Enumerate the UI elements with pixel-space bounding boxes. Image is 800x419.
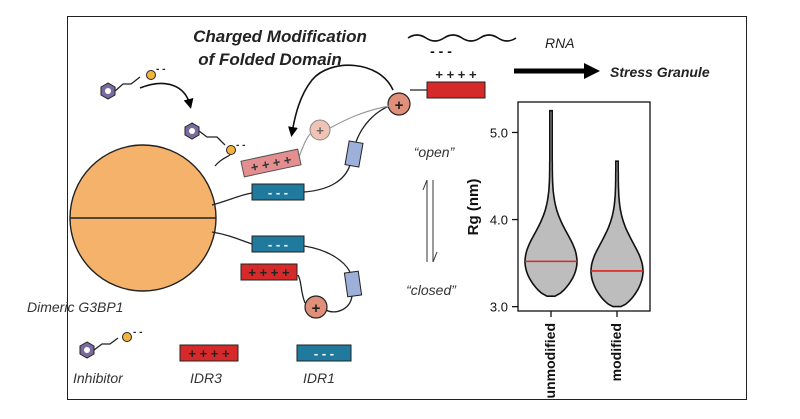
inhibitor-free: - -: [100, 64, 165, 100]
state-closed-label: “closed”: [406, 282, 457, 298]
linker-upper-2: [303, 164, 351, 193]
legend-idr1-block: [296, 344, 352, 362]
linker-lower-1: [211, 231, 253, 245]
charge-closed-plus: +: [312, 300, 321, 317]
title-line-1: Charged Modification: [193, 27, 367, 46]
violin-chart: Rg (nm) 3.0 4.0 5.0 unmodified modified: [465, 101, 651, 398]
linker-block-lower: [343, 270, 363, 298]
linker-lower-2: [303, 245, 351, 273]
charge-modification-plus: +: [395, 97, 404, 114]
linker-block-upper: [344, 140, 364, 168]
legend-inhibitor-label: Inhibitor: [73, 370, 124, 386]
rna-charges: - - -: [430, 43, 452, 59]
legend-idr1-charges: - - -: [314, 346, 334, 361]
idr3-block-faded: [240, 148, 302, 178]
violin-modified: [590, 160, 644, 308]
y-tick-label: 3.0: [490, 300, 508, 315]
y-tick-label: 5.0: [490, 125, 508, 140]
charge-modification-circle: [387, 92, 411, 116]
idr3-block-open: [426, 81, 486, 99]
x-tick-label-modified: modified: [608, 323, 624, 381]
idr1-upper-charges: - - -: [268, 185, 288, 200]
legend-idr3-block: [179, 344, 239, 362]
protein-label: Dimeric G3BP1: [27, 299, 123, 315]
equilibrium-arrows: [422, 179, 438, 263]
linker-upper-1: [211, 192, 253, 206]
idr3-block-closed: [240, 263, 298, 281]
inhibitor-free-charge: - -: [156, 64, 165, 75]
state-open-label: “open”: [414, 144, 456, 160]
legend-idr1-label: IDR1: [303, 370, 335, 386]
chart-y-axis-label: Rg (nm): [465, 179, 482, 236]
title-line-2: of Folded Domain: [198, 50, 342, 69]
chart-marks: 3.0 4.0 5.0 unmodified modified: [490, 109, 644, 398]
legend-idr3-charges: + + + +: [188, 346, 230, 361]
legend-inhibitor-icon: - -: [79, 327, 142, 359]
inhibitor-binding-arrow: [139, 82, 194, 109]
legend-idr3-label: IDR3: [190, 370, 222, 386]
modification-arrow: [288, 64, 394, 137]
linker-faded-2: [329, 105, 390, 129]
inhibitor-bound-charge: - -: [236, 140, 245, 151]
linker-upper-3: [355, 105, 390, 143]
charge-faded-plus: +: [316, 123, 324, 138]
linker-lower-3: [325, 295, 353, 313]
inhibitor-bound: - -: [184, 122, 245, 167]
charge-circle-faded: [309, 119, 331, 141]
x-tick-label-unmodified: unmodified: [542, 323, 558, 398]
idr3-open-charges: + + + +: [435, 67, 477, 82]
stress-granule-arrow-head: [584, 63, 600, 79]
legend-inhibitor-charge: - -: [133, 327, 142, 338]
chart-plot-area: [517, 101, 651, 312]
idr3-closed-charges: + + + +: [248, 265, 290, 280]
idr1-block-lower: [251, 235, 305, 253]
y-tick-label: 4.0: [490, 213, 508, 228]
figure-frame: [67, 16, 747, 400]
stress-granule-label: Stress Granule: [610, 64, 710, 80]
idr1-lower-charges: - - -: [268, 237, 288, 252]
rna-label: RNA: [545, 35, 575, 51]
linker-lower-4: [297, 274, 306, 304]
charge-circle-closed: [304, 295, 328, 319]
rna-strand: [407, 34, 517, 42]
violin-unmodified: [524, 109, 578, 297]
